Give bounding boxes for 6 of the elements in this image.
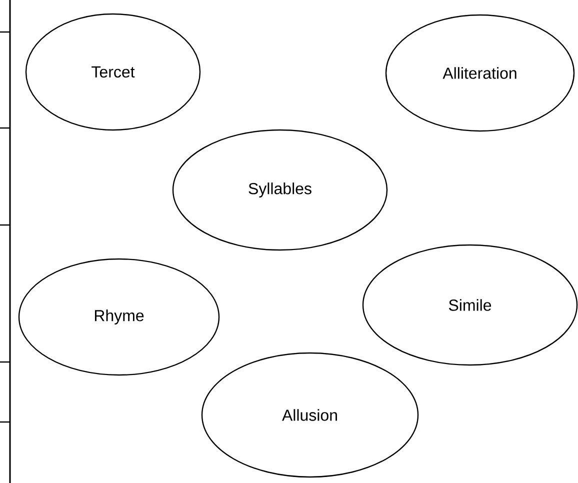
node-label: Tercet: [92, 66, 135, 78]
node-label: Allusion: [282, 409, 337, 421]
node-label: Alliteration: [442, 67, 516, 79]
node-label: Rhyme: [94, 310, 144, 324]
node-label: Simile: [448, 299, 492, 311]
node-label: Syllables: [248, 182, 312, 198]
